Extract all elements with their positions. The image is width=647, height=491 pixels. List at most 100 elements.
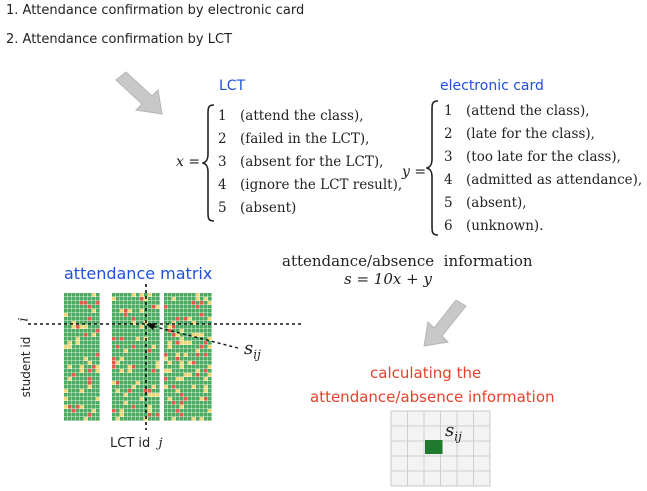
matrix-cell <box>208 361 212 365</box>
info-formula: s = 10x + y <box>344 270 432 288</box>
matrix-cell <box>196 317 200 321</box>
matrix-cell <box>124 365 128 369</box>
matrix-cell <box>208 393 212 397</box>
matrix-cell <box>68 313 72 317</box>
matrix-cell <box>204 385 208 389</box>
matrix-cell <box>204 309 208 313</box>
matrix-cell <box>64 333 68 337</box>
matrix-cell <box>116 377 120 381</box>
matrix-cell <box>128 341 132 345</box>
matrix-cell <box>88 409 92 413</box>
matrix-cell <box>92 301 96 305</box>
matrix-cell <box>88 293 92 297</box>
matrix-cell <box>68 293 72 297</box>
matrix-cell <box>188 325 192 329</box>
matrix-cell <box>168 305 172 309</box>
matrix-cell <box>180 385 184 389</box>
matrix-cell <box>116 361 120 365</box>
matrix-cell <box>80 317 84 321</box>
matrix-cell <box>80 393 84 397</box>
matrix-cell <box>132 409 136 413</box>
matrix-guides <box>28 284 304 430</box>
matrix-cell <box>88 297 92 301</box>
matrix-cell <box>120 329 124 333</box>
matrix-cell <box>64 397 68 401</box>
matrix-cell <box>84 365 88 369</box>
matrix-cell <box>196 397 200 401</box>
matrix-cell <box>204 333 208 337</box>
matrix-cell <box>88 369 92 373</box>
matrix-cell <box>180 397 184 401</box>
matrix-cell <box>148 397 152 401</box>
matrix-cell <box>120 401 124 405</box>
matrix-cell <box>140 361 144 365</box>
matrix-cell <box>184 317 188 321</box>
matrix-cell <box>164 369 168 373</box>
matrix-cell <box>140 349 144 353</box>
matrix-cell <box>192 381 196 385</box>
matrix-cell <box>176 337 180 341</box>
matrix-cell <box>88 301 92 305</box>
matrix-cell <box>96 409 100 413</box>
matrix-cell <box>132 321 136 325</box>
matrix-cell <box>136 349 140 353</box>
matrix-cell <box>92 385 96 389</box>
matrix-cell <box>116 333 120 337</box>
matrix-cell <box>152 381 156 385</box>
matrix-cell <box>184 401 188 405</box>
matrix-cell <box>96 381 100 385</box>
matrix-cell <box>208 333 212 337</box>
matrix-cell <box>172 377 176 381</box>
matrix-cell <box>196 309 200 313</box>
matrix-cell <box>192 357 196 361</box>
matrix-cell <box>144 317 148 321</box>
matrix-cell <box>120 409 124 413</box>
matrix-cell <box>72 341 76 345</box>
matrix-cell <box>116 393 120 397</box>
matrix-cell <box>196 417 200 421</box>
matrix-cell <box>200 417 204 421</box>
matrix-cell <box>192 417 196 421</box>
matrix-cell <box>208 317 212 321</box>
matrix-cell <box>120 305 124 309</box>
matrix-cell <box>96 341 100 345</box>
matrix-cell <box>180 373 184 377</box>
matrix-cell <box>204 297 208 301</box>
matrix-cell <box>68 345 72 349</box>
matrix-cell <box>204 317 208 321</box>
matrix-cell <box>92 393 96 397</box>
matrix-cell <box>76 353 80 357</box>
matrix-cell <box>88 405 92 409</box>
matrix-cell <box>200 409 204 413</box>
matrix-cell <box>148 401 152 405</box>
matrix-cell <box>124 297 128 301</box>
matrix-cell <box>64 349 68 353</box>
matrix-cell <box>180 293 184 297</box>
matrix-cell <box>156 341 160 345</box>
matrix-cell <box>132 297 136 301</box>
matrix-cell <box>116 313 120 317</box>
matrix-cell <box>116 297 120 301</box>
matrix-cell <box>96 373 100 377</box>
matrix-cell <box>176 381 180 385</box>
matrix-cell <box>180 369 184 373</box>
matrix-cell <box>200 373 204 377</box>
matrix-cell <box>88 317 92 321</box>
matrix-cell <box>72 401 76 405</box>
matrix-cell <box>120 325 124 329</box>
matrix-cell <box>152 405 156 409</box>
matrix-cell <box>136 385 140 389</box>
matrix-cell <box>204 413 208 417</box>
matrix-cell <box>96 401 100 405</box>
matrix-cell <box>164 409 168 413</box>
matrix-cell <box>116 409 120 413</box>
list-item-1: 1. Attendance confirmation by electronic… <box>6 3 305 18</box>
matrix-cell <box>80 357 84 361</box>
matrix-cell <box>156 353 160 357</box>
matrix-cell <box>124 337 128 341</box>
matrix-cell <box>200 325 204 329</box>
matrix-cell <box>208 357 212 361</box>
matrix-cell <box>136 345 140 349</box>
matrix-cell <box>168 357 172 361</box>
matrix-cell <box>64 413 68 417</box>
